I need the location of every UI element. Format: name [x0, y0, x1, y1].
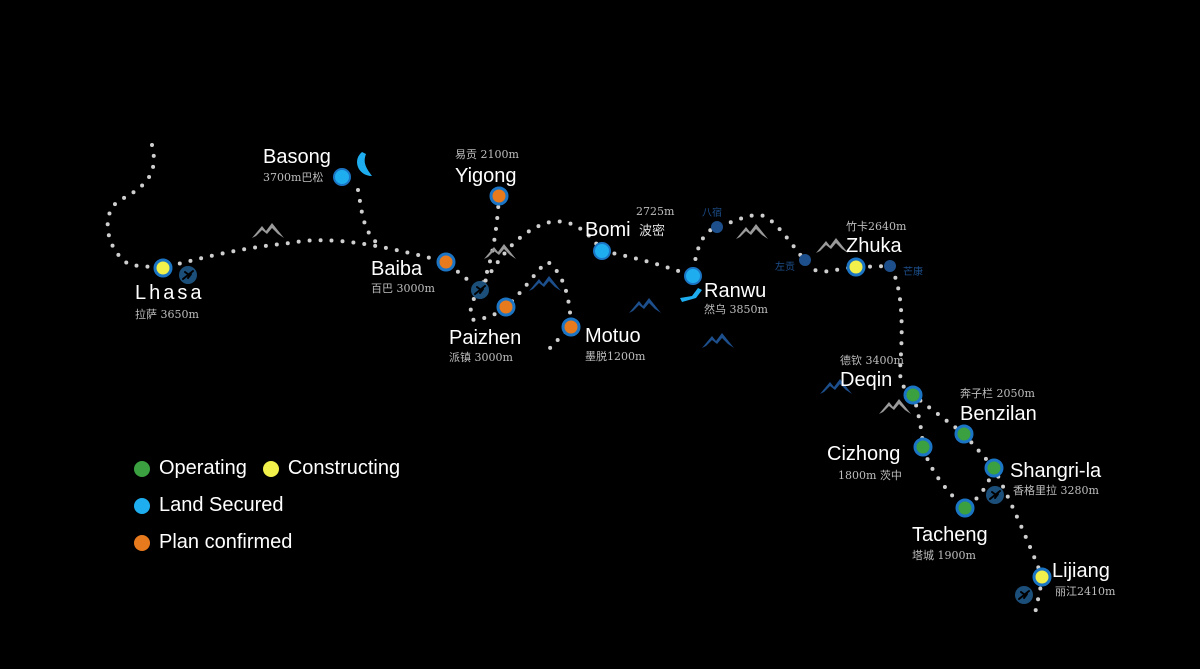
route-segment — [356, 188, 380, 246]
station-name: Shangri-la — [1010, 460, 1102, 482]
town-node — [711, 221, 723, 233]
legend-label: Constructing — [287, 457, 401, 479]
station-info: 香格里拉 3280m — [1013, 483, 1099, 497]
operating-swatch — [134, 460, 150, 477]
station-ranwu[interactable] — [684, 267, 702, 285]
station-labels: Lhasa 拉萨 3650m Basong 3700m巴松 易贡 2100m Y… — [135, 146, 1116, 598]
town-label-zuogong: 左贡 — [775, 260, 795, 273]
legend-plan-confirmed: Plan confirmed — [134, 531, 292, 554]
legend: Operating Constructing Land Secured Plan… — [134, 450, 416, 561]
station-motuo[interactable] — [561, 317, 581, 337]
station-shangrila[interactable] — [984, 458, 1004, 478]
town-node — [799, 254, 811, 266]
mountain-icon — [629, 298, 661, 313]
station-name: Basong — [263, 146, 331, 168]
station-zhuka[interactable] — [846, 257, 866, 277]
station-name: Lijiang — [1052, 560, 1110, 582]
mountain-icon — [702, 333, 734, 348]
routes — [105, 143, 1045, 617]
mountain-icon — [529, 276, 561, 291]
town-label-mangkang: 芒康 — [903, 265, 923, 278]
basong-lake-icon — [357, 152, 372, 176]
station-name: Motuo — [585, 325, 641, 347]
legend-land-secured: Land Secured — [134, 494, 284, 517]
station-name: Baiba — [371, 258, 423, 280]
station-cizhong[interactable] — [913, 437, 933, 457]
station-cn-name: 波密 — [639, 223, 665, 239]
legend-label: Operating — [159, 457, 247, 479]
station-info: 百巴 3000m — [371, 282, 435, 295]
station-info: 竹卡2640m — [846, 219, 907, 233]
airport-icon — [985, 485, 1005, 505]
station-info: 墨脱1200m — [585, 349, 646, 363]
station-info: 拉萨 3650m — [135, 307, 199, 321]
station-tacheng[interactable] — [955, 498, 975, 518]
ranwu-lake-icon — [680, 288, 702, 302]
town-label-basu: 八宿 — [702, 206, 722, 219]
town-node — [884, 260, 896, 272]
constructing-swatch — [262, 460, 279, 477]
station-info: 丽江2410m — [1055, 585, 1116, 598]
legend-label: Plan confirmed — [159, 531, 293, 553]
legend-operating: Operating — [134, 457, 247, 480]
station-name: Paizhen — [449, 327, 521, 349]
legend-label: Land Secured — [159, 494, 284, 516]
station-basong[interactable] — [333, 168, 351, 186]
mountain-icon — [736, 224, 768, 239]
towns: 八宿 左贡 芒康 — [702, 206, 923, 278]
station-name: Bomi — [585, 219, 631, 241]
station-name: Ranwu — [704, 280, 766, 302]
lakes — [357, 152, 702, 302]
stations — [153, 168, 1052, 587]
station-name: Benzilan — [960, 403, 1037, 425]
station-benzilan[interactable] — [954, 424, 974, 444]
station-info: 奔子栏 2050m — [960, 386, 1035, 400]
station-name: Yigong — [455, 165, 517, 187]
mountain-icon — [252, 223, 284, 238]
station-info: 3700m巴松 — [263, 170, 323, 184]
station-info: 然乌 3850m — [704, 302, 768, 316]
route-segment — [105, 143, 482, 292]
station-info: 塔城 1900m — [912, 549, 976, 562]
station-info: 派镇 3000m — [449, 350, 513, 364]
route-segment — [911, 393, 996, 511]
station-name: Tacheng — [912, 524, 988, 546]
mountain-icon — [816, 238, 848, 253]
station-paizhen[interactable] — [496, 297, 516, 317]
mountains — [252, 223, 911, 414]
airport-icon — [1014, 585, 1034, 605]
station-info: 德钦 3400m — [840, 353, 904, 367]
route-segment — [478, 213, 1045, 617]
station-name: Zhuka — [846, 235, 902, 257]
route-segment — [468, 259, 574, 350]
station-name: Cizhong — [827, 443, 900, 465]
station-altitude: 2725m — [636, 205, 675, 218]
airport-icon — [470, 280, 490, 300]
station-bomi[interactable] — [593, 242, 611, 260]
route-segment — [478, 194, 501, 292]
station-name: Lhasa — [135, 282, 205, 304]
station-info: 易贡 2100m — [455, 148, 519, 161]
station-lijiang[interactable] — [1032, 567, 1052, 587]
station-name: Deqin — [840, 369, 892, 391]
station-deqin[interactable] — [903, 385, 923, 405]
station-lhasa[interactable] — [153, 258, 173, 278]
legend-constructing: Constructing — [262, 457, 401, 480]
station-info: 1800m 茨中 — [838, 468, 902, 482]
land-secured-swatch — [134, 497, 150, 514]
station-baiba[interactable] — [436, 252, 456, 272]
station-yigong[interactable] — [489, 186, 509, 206]
plan-confirmed-swatch — [134, 534, 150, 551]
